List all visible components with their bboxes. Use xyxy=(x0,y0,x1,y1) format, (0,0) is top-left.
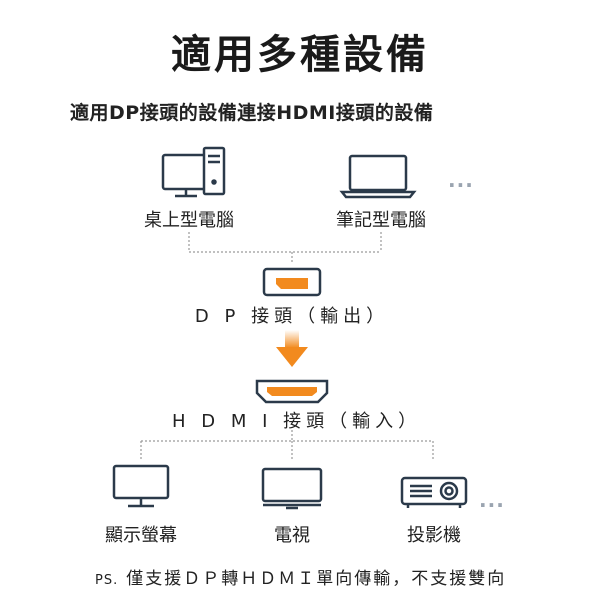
source-connector-lines xyxy=(188,232,382,262)
page-title: 適用多種設備 xyxy=(171,32,429,78)
more-targets-indicator: ··· xyxy=(479,493,505,517)
page-subtitle: 適用DP接頭的設備連接HDMI接頭的設備 xyxy=(70,102,434,124)
laptop-icon xyxy=(339,154,417,199)
footnote-prefix: PS. xyxy=(95,573,119,588)
monitor-icon xyxy=(112,464,170,508)
hdmi-connector-icon xyxy=(255,379,329,404)
target-connector-lines xyxy=(140,430,434,460)
hdmi-connector-label: H D M I 接頭（輸入） xyxy=(172,411,422,432)
footnote: PS. 僅支援ＤＰ轉ＨＤＭＩ單向傳輸，不支援雙向 xyxy=(95,564,506,589)
projector-label: 投影機 xyxy=(407,525,461,546)
footnote-text: 僅支援ＤＰ轉ＨＤＭＩ單向傳輸，不支援雙向 xyxy=(126,569,507,589)
down-arrow-icon xyxy=(276,330,308,367)
tv-icon xyxy=(261,467,323,510)
more-sources-indicator: ··· xyxy=(448,173,474,197)
desktop-computer-icon xyxy=(161,146,226,198)
tv-label: 電視 xyxy=(274,525,310,546)
dp-connector-label: D P 接頭（輸出） xyxy=(194,306,390,327)
displayport-connector-icon xyxy=(262,267,322,297)
projector-icon xyxy=(400,476,468,508)
monitor-label: 顯示螢幕 xyxy=(105,525,177,546)
laptop-label: 筆記型電腦 xyxy=(336,210,426,231)
desktop-computer-label: 桌上型電腦 xyxy=(144,210,234,231)
